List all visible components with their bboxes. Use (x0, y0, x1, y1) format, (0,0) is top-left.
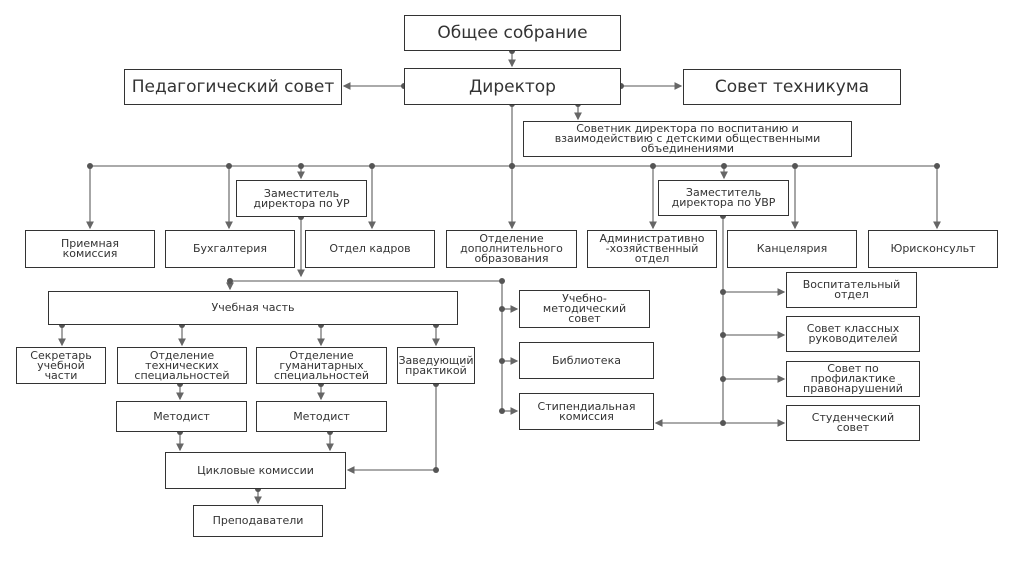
student-council-box: Студенческий совет (786, 405, 920, 441)
junction-dot (720, 420, 726, 426)
methodist-2-box: Методист (256, 401, 387, 432)
class-teachers-council-box: Совет классных руководителей (786, 316, 920, 352)
junction-dot (433, 467, 439, 473)
junction-dot (298, 163, 304, 169)
secretary-box: Секретарь учебной части (16, 347, 106, 384)
method-council-box: Учебно- методический совет (519, 290, 650, 328)
junction-dot (720, 289, 726, 295)
junction-dot (934, 163, 940, 169)
junction-dot (499, 278, 505, 284)
director-advisor-box: Советник директора по воспитанию и взаим… (523, 121, 852, 157)
junction-dot (499, 358, 505, 364)
technical-school-council-box: Совет техникума (683, 69, 901, 105)
scholarship-commission-box: Стипендиальная комиссия (519, 393, 654, 430)
educational-dept-box: Воспитательный отдел (786, 272, 917, 308)
general-meeting-box: Общее собрание (404, 15, 621, 51)
additional-education-box: Отделение дополнительного образования (446, 230, 577, 268)
deputy-uvr-box: Заместитель директора по УВР (658, 180, 789, 216)
director-box: Директор (404, 68, 621, 105)
library-box: Библиотека (519, 342, 654, 379)
academic-part-box: Учебная часть (48, 291, 458, 325)
junction-dot (87, 163, 93, 169)
junction-dot (720, 376, 726, 382)
technical-dept-box: Отделение технических специальностей (117, 347, 247, 384)
humanities-dept-box: Отделение гуманитарных специальностей (256, 347, 387, 384)
methodist-1-box: Методист (116, 401, 247, 432)
practice-head-box: Заведующий практикой (397, 347, 475, 384)
chancellery-box: Канцелярия (727, 230, 857, 268)
admissions-box: Приемная комиссия (25, 230, 155, 268)
junction-dot (792, 163, 798, 169)
teachers-box: Преподаватели (193, 505, 323, 537)
junction-dot (369, 163, 375, 169)
admin-household-box: Административно -хозяйственный отдел (587, 230, 717, 268)
deputy-ur-box: Заместитель директора по УР (236, 180, 367, 217)
pedagogical-council-box: Педагогический совет (124, 69, 342, 105)
junction-dot (226, 163, 232, 169)
accounting-box: Бухгалтерия (165, 230, 295, 268)
junction-dot (509, 163, 515, 169)
junction-dot (227, 278, 233, 284)
prevention-council-box: Совет по профилактике правонарушений (786, 361, 920, 397)
junction-dot (720, 332, 726, 338)
junction-dot (499, 408, 505, 414)
hr-box: Отдел кадров (305, 230, 435, 268)
junction-dot (499, 306, 505, 312)
legal-counsel-box: Юрисконсульт (868, 230, 998, 268)
cycle-commissions-box: Цикловые комиссии (165, 452, 346, 489)
junction-dot (721, 163, 727, 169)
junction-dot (650, 163, 656, 169)
